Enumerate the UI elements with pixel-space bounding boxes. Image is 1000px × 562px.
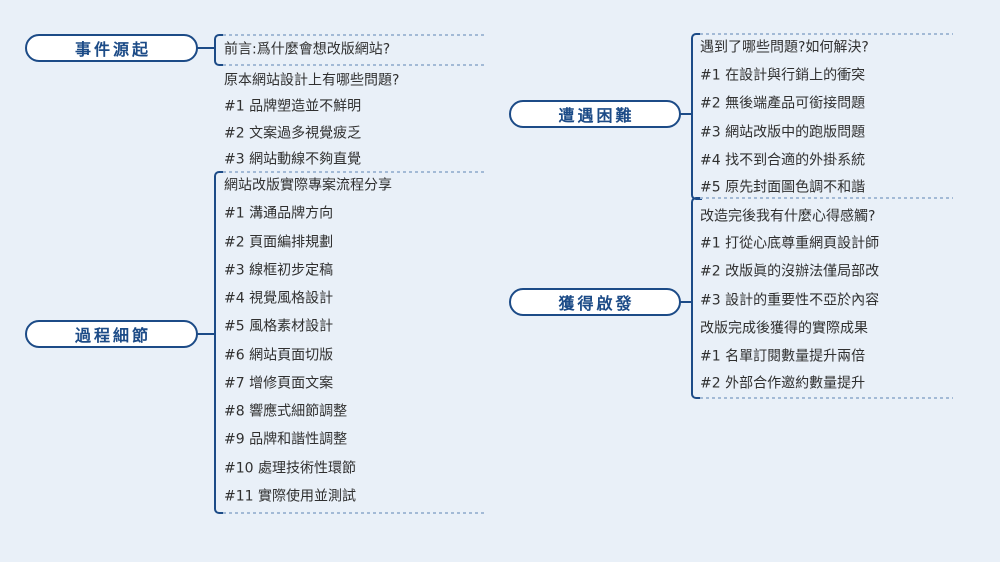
mindmap-item[interactable]: #9 品牌和諧性調整 xyxy=(224,431,348,448)
mindmap-item[interactable]: #3 網站改版中的跑版問題 xyxy=(700,124,866,141)
mindmap-item[interactable]: 原本網站設計上有哪些問題? xyxy=(224,72,400,89)
mindmap-item[interactable]: #1 品牌塑造並不鮮明 xyxy=(224,98,362,115)
mindmap-item[interactable]: 改造完後我有什麼心得感觸? xyxy=(700,208,876,225)
mindmap-item[interactable]: 前言:爲什麼會想改版網站? xyxy=(224,41,391,58)
branch-bracket-insights xyxy=(691,197,702,399)
dashed-separator xyxy=(223,171,484,173)
mindmap-item[interactable]: #2 無後端產品可銜接問題 xyxy=(700,95,866,112)
branch-bracket-process xyxy=(214,171,225,514)
topic-box-insights[interactable]: 獲得啟發 xyxy=(509,288,681,316)
branch-bracket-intro xyxy=(214,34,225,66)
mindmap-item[interactable]: #3 設計的重要性不亞於內容 xyxy=(700,292,880,309)
mindmap-item[interactable]: 改版完成後獲得的實際成果 xyxy=(700,320,868,337)
mindmap-item[interactable]: #1 溝通品牌方向 xyxy=(224,205,334,222)
mindmap-item[interactable]: #2 文案過多視覺疲乏 xyxy=(224,125,362,142)
mindmap-item[interactable]: #7 增修頁面文案 xyxy=(224,375,334,392)
dashed-separator xyxy=(700,33,953,35)
mindmap-item[interactable]: #2 頁面編排規劃 xyxy=(224,234,334,251)
branch-bracket-difficulties xyxy=(691,33,702,200)
mindmap-item[interactable]: #11 實際使用並測試 xyxy=(224,488,356,505)
mindmap-item[interactable]: #2 改版眞的沒辦法僅局部改 xyxy=(700,263,880,280)
topic-label-origin: 事件源起 xyxy=(74,40,151,59)
dashed-separator xyxy=(700,397,953,399)
mindmap-item[interactable]: #3 網站動線不夠直覺 xyxy=(224,151,362,168)
connector-line xyxy=(679,301,692,303)
mindmap-item[interactable]: 遇到了哪些問題?如何解決? xyxy=(700,39,869,56)
connector-line xyxy=(196,333,215,335)
topic-box-difficulties[interactable]: 遭遇困難 xyxy=(509,100,681,128)
topic-box-origin[interactable]: 事件源起 xyxy=(25,34,198,62)
mindmap-item[interactable]: #4 找不到合適的外掛系統 xyxy=(700,152,866,169)
mindmap-item[interactable]: #5 原先封面圖色調不和諧 xyxy=(700,179,866,196)
mindmap-item[interactable]: #3 線框初步定稿 xyxy=(224,262,334,279)
mindmap-item[interactable]: #1 打從心底尊重網頁設計師 xyxy=(700,235,880,252)
dashed-separator xyxy=(223,64,484,66)
connector-line xyxy=(196,47,215,49)
mindmap-item[interactable]: #6 網站頁面切版 xyxy=(224,347,334,364)
mindmap-item[interactable]: #1 名單訂閱數量提升兩倍 xyxy=(700,348,866,365)
dashed-separator xyxy=(223,512,484,514)
mindmap-item[interactable]: 網站改版實際專案流程分享 xyxy=(224,177,392,194)
topic-label-process: 過程細節 xyxy=(74,326,151,345)
mindmap-item[interactable]: #8 響應式細節調整 xyxy=(224,403,348,420)
mindmap-item[interactable]: #1 在設計與行銷上的衝突 xyxy=(700,67,866,84)
mindmap-item[interactable]: #4 視覺風格設計 xyxy=(224,290,334,307)
mindmap-item[interactable]: #10 處理技術性環節 xyxy=(224,460,356,477)
mindmap-item[interactable]: #2 外部合作邀約數量提升 xyxy=(700,375,866,392)
connector-line xyxy=(679,113,692,115)
mindmap-item[interactable]: #5 風格素材設計 xyxy=(224,318,334,335)
dashed-separator xyxy=(223,34,484,36)
topic-box-process[interactable]: 過程細節 xyxy=(25,320,198,348)
topic-label-difficulties: 遭遇困難 xyxy=(558,106,635,125)
topic-label-insights: 獲得啟發 xyxy=(558,294,635,313)
dashed-separator xyxy=(700,197,953,199)
